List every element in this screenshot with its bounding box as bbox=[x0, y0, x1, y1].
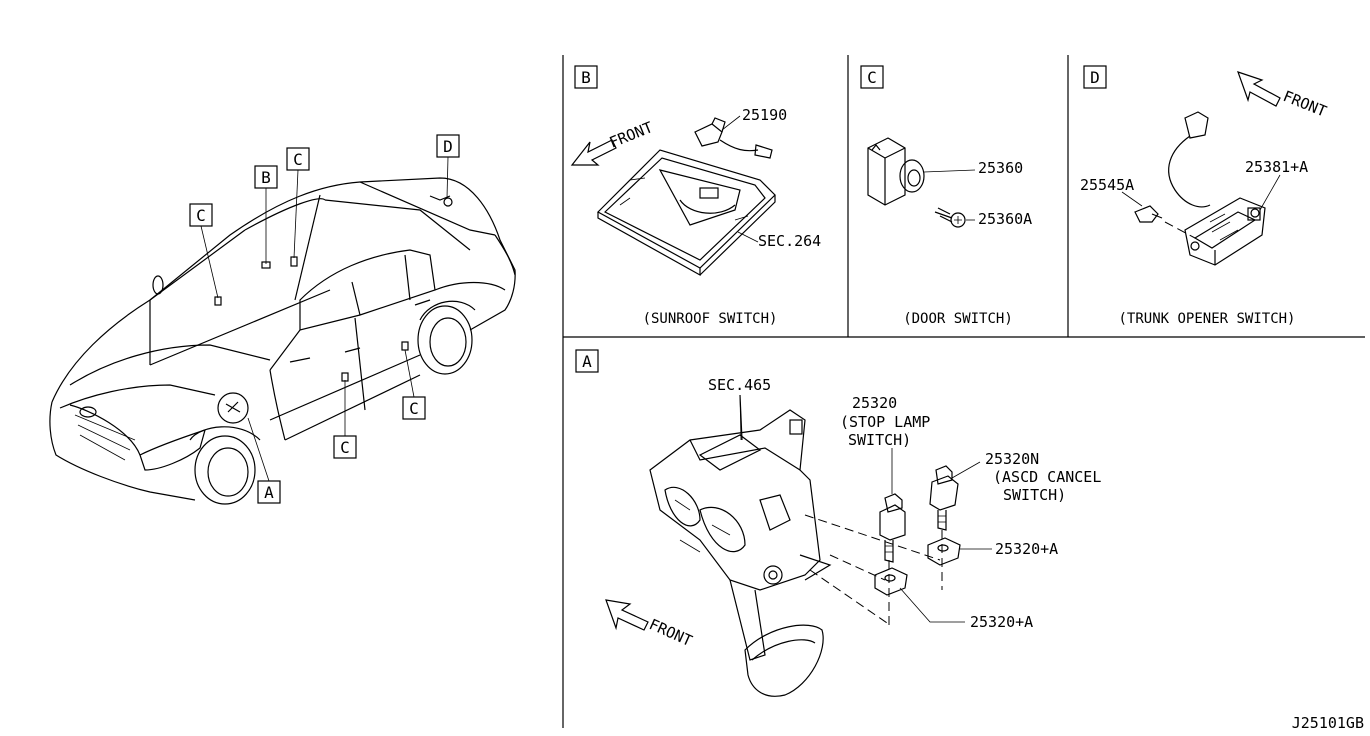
callout-letter: C bbox=[340, 438, 350, 457]
door-switch-icon bbox=[867, 137, 925, 206]
assembly-dashes bbox=[804, 514, 943, 626]
trunk-opener-switch-icon bbox=[1168, 111, 1266, 266]
part-number-25320: 25320 bbox=[852, 394, 897, 412]
part-number-25545a: 25545A bbox=[1080, 176, 1134, 194]
panel-letter: C bbox=[867, 68, 877, 87]
panel-caption: (TRUNK OPENER SWITCH) bbox=[1118, 311, 1295, 327]
clip-icon bbox=[927, 537, 961, 566]
callout-b-sunroof: B bbox=[254, 165, 278, 189]
callout-a-pedal: A bbox=[257, 480, 281, 504]
panel-d: D FRONT 25545A 25381+A (TRUNK OPENER SWI… bbox=[1080, 65, 1330, 327]
panel-a: A SEC.465 bbox=[575, 349, 1101, 697]
diagram-code: J25101GB bbox=[1292, 714, 1364, 732]
callout-c-windshield: C bbox=[189, 203, 213, 227]
callout-letter: B bbox=[261, 168, 271, 187]
callout-c-rear-door: C bbox=[402, 396, 426, 420]
panel-frame bbox=[562, 55, 1365, 728]
stop-lamp-switch-icon bbox=[879, 493, 906, 563]
screw-icon bbox=[1134, 205, 1196, 239]
front-arrow-icon bbox=[605, 599, 649, 631]
part-number-25320-a-lower: 25320+A bbox=[970, 613, 1033, 631]
part-number-25360a: 25360A bbox=[978, 210, 1032, 228]
section-ref-465: SEC.465 bbox=[708, 376, 771, 394]
sunroof-console-drawing bbox=[597, 149, 776, 277]
panel-letter: D bbox=[1090, 68, 1100, 87]
panel-caption: (SUNROOF SWITCH) bbox=[643, 311, 778, 327]
front-arrow-icon bbox=[570, 139, 617, 166]
panel-c: C 25360 25360A (DOOR SWITCH) bbox=[860, 65, 1032, 327]
stop-lamp-switch-label-2: SWITCH) bbox=[848, 431, 911, 449]
ascd-cancel-switch-label-2: SWITCH) bbox=[1003, 486, 1066, 504]
screw-icon bbox=[934, 207, 966, 228]
callout-letter: D bbox=[443, 137, 453, 156]
part-number-25190: 25190 bbox=[742, 106, 787, 124]
callout-letter: C bbox=[196, 206, 206, 225]
part-number-25320-a-upper: 25320+A bbox=[995, 540, 1058, 558]
front-label: FRONT bbox=[1281, 87, 1330, 121]
clip-icon bbox=[874, 567, 908, 596]
part-number-25381a: 25381+A bbox=[1245, 158, 1308, 176]
callout-letter: A bbox=[264, 483, 274, 502]
callout-letter: C bbox=[409, 399, 419, 418]
panel-b: B FRONT 25190 SEC.264 (SUNROOF SW bbox=[570, 65, 821, 327]
front-label: FRONT bbox=[646, 615, 695, 650]
callout-c-front-door: C bbox=[333, 435, 357, 459]
brake-pedal-bracket-drawing bbox=[649, 394, 832, 591]
overview-leaders bbox=[200, 156, 449, 482]
callout-letter: C bbox=[293, 150, 303, 169]
callout-d-trunk: D bbox=[436, 134, 460, 158]
part-number-25360: 25360 bbox=[978, 159, 1023, 177]
callout-c-roof: C bbox=[286, 147, 310, 171]
panel-letter: A bbox=[582, 352, 592, 371]
ascd-cancel-switch-icon bbox=[929, 465, 959, 531]
stop-lamp-switch-label: (STOP LAMP bbox=[840, 413, 930, 431]
panel-caption: (DOOR SWITCH) bbox=[903, 311, 1013, 327]
front-arrow-icon bbox=[1237, 71, 1281, 107]
section-ref-264: SEC.264 bbox=[758, 232, 821, 250]
brake-pedal-drawing bbox=[729, 579, 824, 697]
front-label: FRONT bbox=[607, 118, 656, 152]
car-overview bbox=[49, 177, 516, 505]
part-number-25320n: 25320N bbox=[985, 450, 1039, 468]
panel-letter: B bbox=[581, 68, 591, 87]
ascd-cancel-switch-label: (ASCD CANCEL bbox=[993, 468, 1101, 486]
sunroof-switch-icon bbox=[694, 117, 773, 159]
